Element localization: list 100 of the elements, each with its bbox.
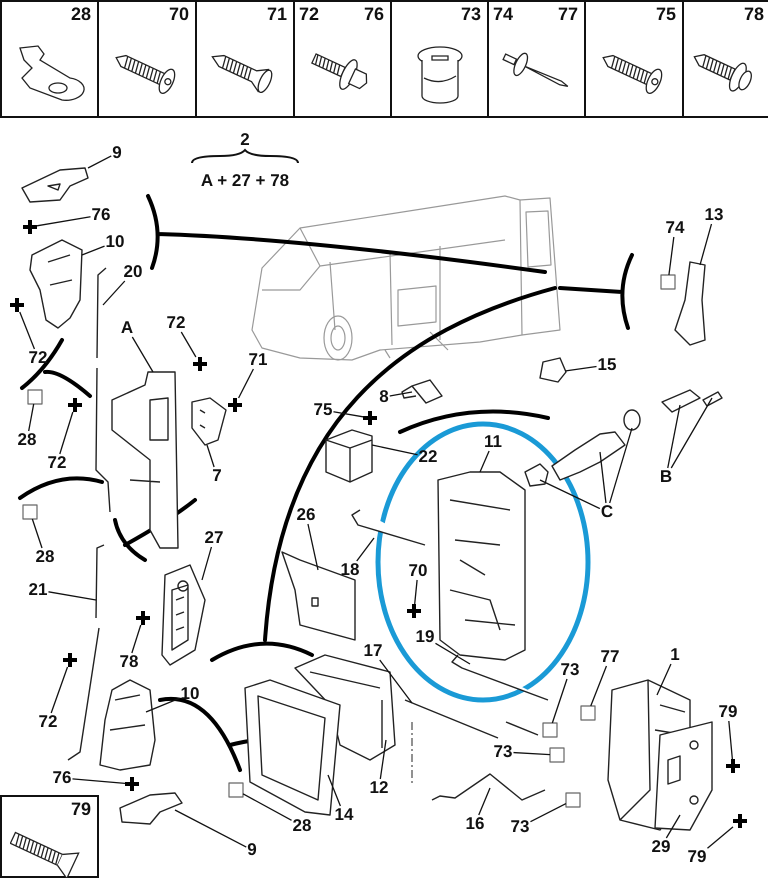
- lock-cylinder-drawing: [551, 431, 626, 481]
- callout-number: 1: [669, 646, 681, 664]
- callout-number: 77: [600, 648, 620, 666]
- square-marker-icon: [27, 389, 43, 405]
- leader-line: [201, 546, 212, 580]
- callout-number: 29: [650, 838, 672, 856]
- part-cell: [390, 0, 489, 118]
- plate-drawing: [119, 792, 183, 825]
- part-number: 79: [70, 799, 91, 819]
- plate-drawing: [21, 167, 89, 203]
- bolt-drawing: [401, 379, 443, 404]
- cross-marker-icon: [125, 777, 139, 791]
- callout-number: 20: [122, 263, 144, 281]
- callout-number: 76: [90, 206, 112, 224]
- cross-marker-icon: [193, 357, 207, 371]
- part-number: 76: [364, 4, 384, 24]
- leader-line: [19, 312, 36, 350]
- strap-drawing: [674, 261, 706, 346]
- callout-number: 73: [510, 818, 530, 836]
- callout-number: 28: [292, 817, 312, 835]
- leader-line: [479, 450, 490, 472]
- callout-number: 78: [118, 653, 140, 671]
- leader-line: [609, 428, 633, 504]
- leader-line: [390, 391, 412, 397]
- callout-number: 11: [483, 433, 503, 451]
- leader-line: [132, 336, 154, 372]
- leader-line: [36, 216, 91, 226]
- callout-number: 15: [596, 356, 618, 374]
- callout-number: 9: [246, 841, 258, 859]
- guide-drawing: [539, 357, 567, 383]
- leader-line: [238, 368, 254, 398]
- callout-number: 8: [378, 388, 390, 406]
- leader-line: [656, 664, 672, 696]
- guide-drawing: [161, 564, 206, 666]
- callout-number: 10: [104, 233, 126, 251]
- callout-number: 73: [560, 661, 580, 679]
- bracket-drawing: [99, 679, 156, 771]
- square-marker-icon: [228, 782, 244, 798]
- callout-number: 19: [414, 628, 436, 646]
- rod-drawing: [431, 773, 546, 801]
- callout-number: 72: [166, 314, 186, 332]
- leader-line: [666, 814, 681, 838]
- cross-marker-icon: [63, 653, 77, 667]
- leader-line: [513, 752, 550, 756]
- part-number: 73: [460, 4, 481, 24]
- ring-drawing: [623, 409, 641, 431]
- leader-line: [599, 452, 607, 504]
- leader-line: [540, 479, 600, 510]
- leader-line: [668, 236, 674, 276]
- key-drawing: [702, 391, 723, 407]
- leader-line: [590, 666, 608, 706]
- callout-number: 18: [340, 561, 360, 579]
- callout-number: 10: [180, 685, 200, 703]
- part-number: 72: [299, 4, 320, 24]
- leader-line: [174, 809, 247, 848]
- square-marker-icon: [580, 705, 596, 721]
- callout-number: B: [658, 468, 674, 486]
- assembly-number: 2: [240, 130, 250, 150]
- callout-number: 73: [492, 743, 514, 761]
- leader-line: [32, 518, 43, 548]
- callout-number: 12: [368, 779, 390, 797]
- callout-number: 28: [16, 431, 38, 449]
- leader-line: [379, 660, 413, 704]
- leader-line: [131, 624, 142, 654]
- leader-line: [48, 591, 96, 601]
- callout-number: 72: [28, 349, 48, 367]
- leader-line: [180, 332, 196, 358]
- part-number: 75: [656, 4, 676, 24]
- leader-line: [242, 793, 292, 821]
- leader-line: [372, 444, 418, 456]
- cross-marker-icon: [726, 759, 740, 773]
- leader-line: [88, 155, 112, 169]
- rod-drawing: [95, 267, 111, 513]
- nut-drawing: [524, 463, 549, 487]
- leader-line: [414, 580, 418, 604]
- callout-number: 74: [664, 219, 686, 237]
- latch-plate-drawing: [111, 371, 179, 549]
- callout-number: C: [600, 503, 614, 521]
- leader-line: [356, 538, 375, 562]
- callout-number: 14: [334, 806, 354, 824]
- callout-number: 28: [34, 548, 56, 566]
- part-cell: [195, 0, 295, 118]
- callout-number: 7: [211, 467, 223, 485]
- callout-number: 79: [686, 848, 708, 866]
- part-number: 28: [70, 4, 91, 24]
- square-marker-icon: [542, 722, 558, 738]
- callout-number: 13: [704, 206, 724, 224]
- rod-drawing: [451, 654, 549, 701]
- leader-line: [307, 524, 319, 570]
- bracket-drawing: [29, 239, 83, 329]
- callout-number: 75: [312, 401, 334, 419]
- leader-line: [102, 280, 126, 306]
- cross-marker-icon: [733, 814, 747, 828]
- callout-number: 71: [248, 351, 268, 369]
- square-marker-icon: [660, 274, 676, 290]
- cross-marker-icon: [23, 220, 37, 234]
- leader-line: [564, 366, 597, 372]
- square-marker-icon: [22, 504, 38, 520]
- leader-line: [728, 720, 733, 760]
- rod-drawing: [67, 544, 105, 761]
